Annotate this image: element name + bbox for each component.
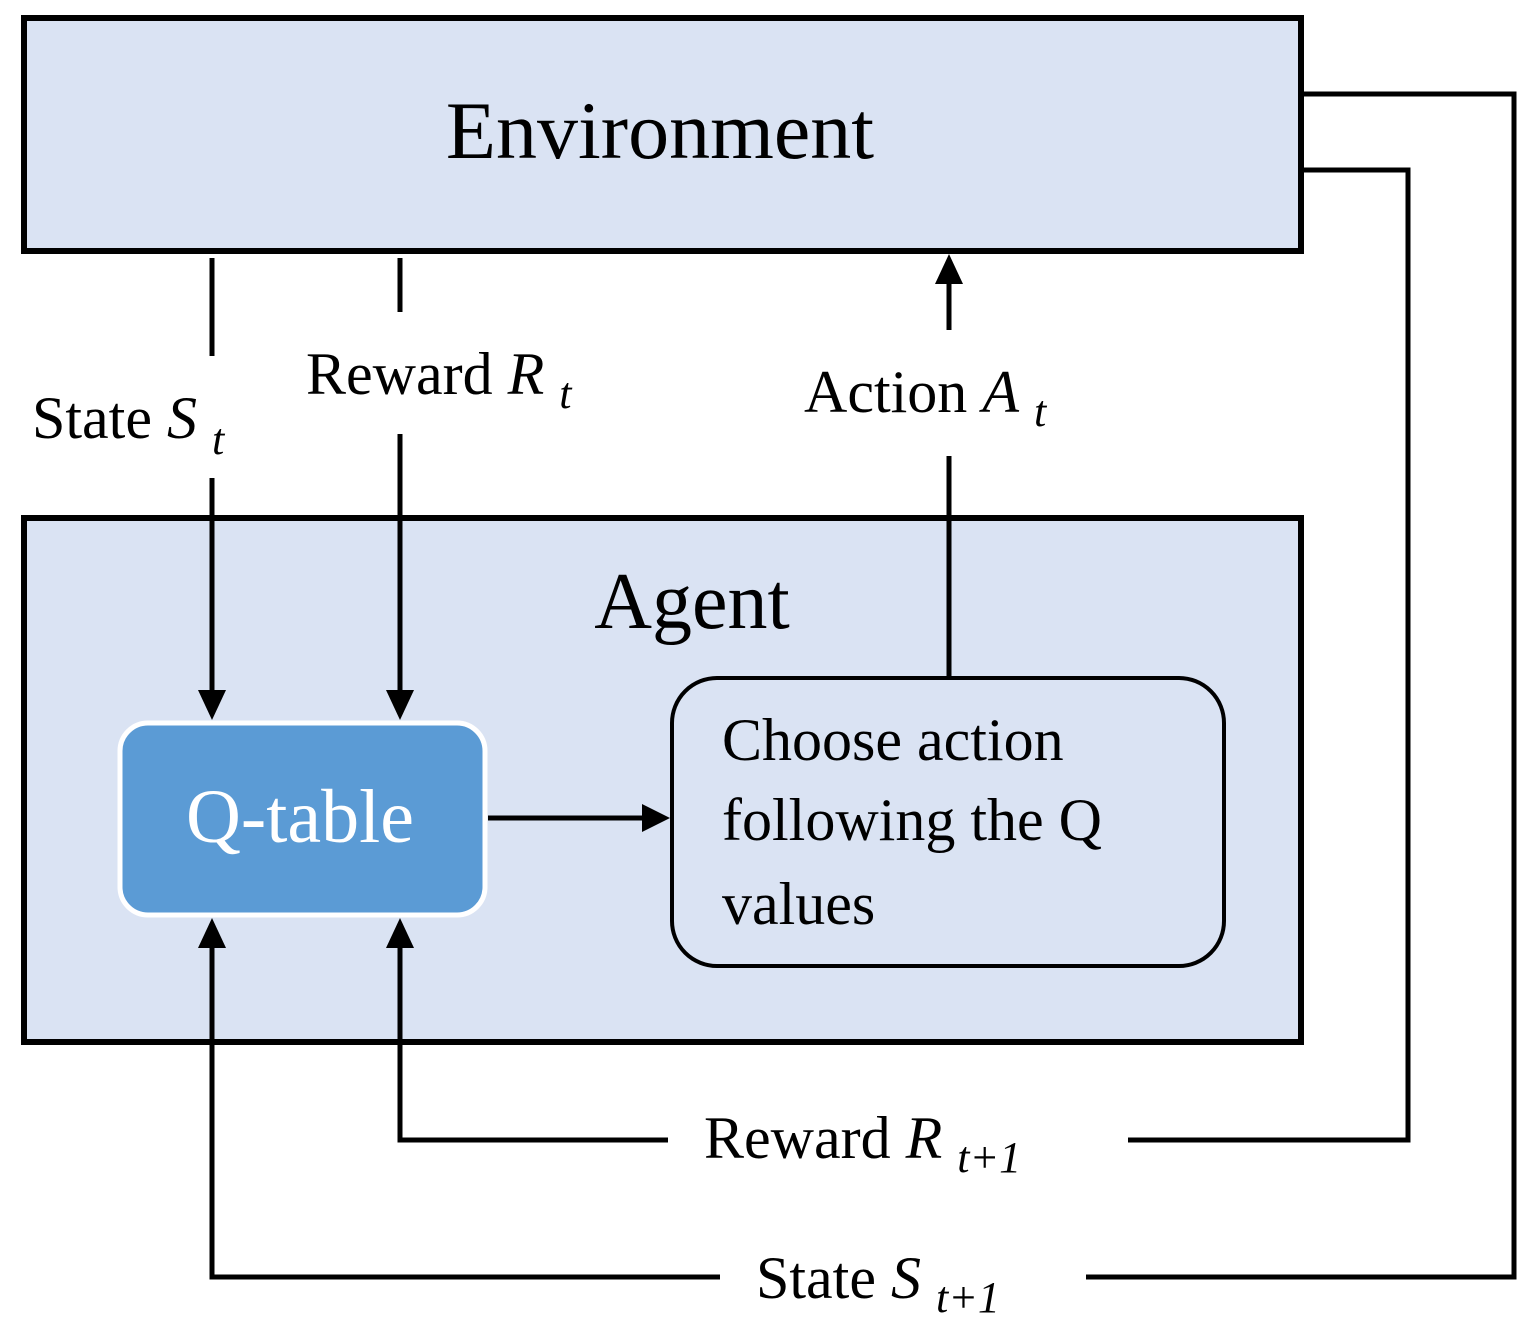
reward-t-sub: t bbox=[559, 369, 573, 418]
qtable-label: Q-table bbox=[186, 775, 414, 859]
action-t-sub: t bbox=[1034, 387, 1048, 436]
reward-t1-symbol: R bbox=[905, 1105, 943, 1171]
qtable-box bbox=[117, 720, 488, 918]
reward-t-arrowhead bbox=[386, 690, 414, 720]
state-t-symbol: S bbox=[167, 385, 197, 451]
reward-t-word: Reward bbox=[306, 341, 493, 407]
state-t-label: State S t bbox=[32, 385, 226, 464]
action-t-label: Action A t bbox=[804, 359, 1048, 436]
choose-action-line3: values bbox=[722, 871, 875, 937]
reward-t1-word: Reward bbox=[704, 1105, 891, 1171]
state-t-sub: t bbox=[212, 415, 226, 464]
state-t1-arrowhead bbox=[198, 918, 226, 948]
choose-action-line1: Choose action bbox=[722, 707, 1064, 773]
reward-t-symbol: R bbox=[507, 341, 545, 407]
environment-title: Environment bbox=[446, 85, 874, 176]
reward-t1-label: Reward R t+1 bbox=[704, 1105, 1021, 1182]
state-t1-path-right bbox=[1086, 91, 1517, 1280]
reward-t1-arrowhead bbox=[386, 918, 414, 948]
action-t-symbol: A bbox=[978, 359, 1019, 425]
reward-t1-path-right bbox=[1128, 167, 1411, 1143]
reward-t1-path-left bbox=[397, 940, 668, 1143]
state-t1-symbol: S bbox=[891, 1245, 921, 1311]
action-t-arrowhead bbox=[935, 254, 963, 284]
reward-t-label: Reward R t bbox=[306, 341, 573, 418]
state-t1-path-left bbox=[209, 940, 720, 1280]
state-t-arrowhead bbox=[198, 690, 226, 720]
state-t1-label: State S t+1 bbox=[756, 1245, 1000, 1322]
environment-box bbox=[21, 15, 1304, 254]
reward-t1-sub: t+1 bbox=[957, 1133, 1021, 1182]
agent-title: Agent bbox=[594, 558, 790, 646]
state-t-word: State bbox=[32, 385, 152, 451]
qtable-to-choose-arrowhead bbox=[642, 804, 670, 832]
choose-action-line2: following the Q bbox=[722, 787, 1102, 853]
state-t1-sub: t+1 bbox=[936, 1273, 1000, 1322]
action-t-word: Action bbox=[804, 359, 967, 425]
state-t1-word: State bbox=[756, 1245, 876, 1311]
